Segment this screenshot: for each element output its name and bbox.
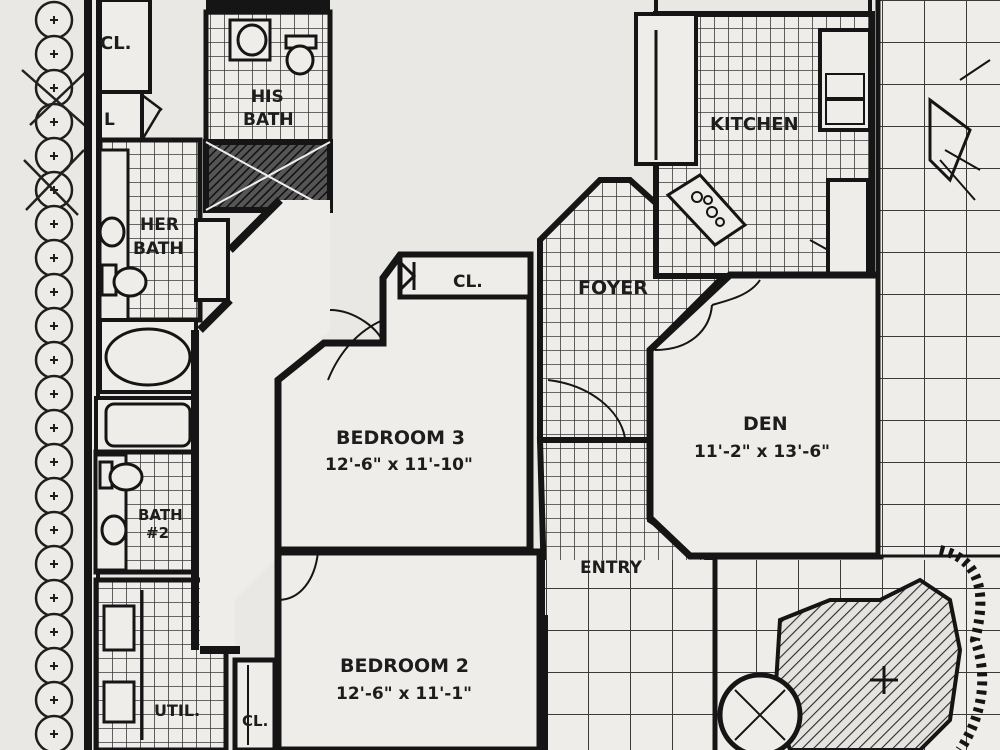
closet-bed3 [397,252,533,300]
sink-icon [100,514,128,546]
his-bath-label-2: BATH [243,110,294,130]
bathtub-rect [94,396,198,454]
sink-icon [228,18,272,62]
linen-label: L [104,110,115,130]
foyer-label: FOYER [578,277,648,299]
hallway [191,197,330,654]
room-labels: CL. L HIS BATH HER BATH KITCHEN CL. FOYE… [100,33,830,730]
closet-top-area [98,0,163,142]
patio-table-icon [717,672,803,750]
her-bath-label-2: BATH [133,239,184,259]
his-bath-label-1: HIS [251,87,284,107]
kitchen [634,0,875,279]
den-dimensions: 11'-2" x 13'-6" [694,442,830,462]
toilet-icon [98,460,144,492]
sink-icon [98,216,126,248]
bedroom-3 [274,251,534,554]
bath-2-label-1: BATH [138,506,183,524]
bedroom-2-label: BEDROOM 2 [340,655,469,677]
bedroom-2-dimensions: 12'-6" x 11'-1" [336,684,472,704]
toilet-icon [100,263,148,298]
toilet-icon [284,34,318,76]
closet-bed3-label: CL. [453,272,483,292]
stove-icon [665,173,748,247]
bedroom-2 [232,548,544,750]
closet-bed2 [232,657,278,750]
bedroom-3-label: BEDROOM 3 [336,427,465,449]
bedroom-3-dimensions: 12'-6" x 11'-10" [325,455,473,475]
bathtub-oval [98,318,198,394]
den-label: DEN [743,413,788,435]
ceiling-fan-icon [928,59,991,201]
her-bath-label-1: HER [140,215,179,235]
her-bath [97,137,230,323]
closet-bed2-label: CL. [242,712,268,730]
closet-top-label: CL. [100,33,132,54]
bath-2-label-2: #2 [146,524,169,542]
kitchen-label: KITCHEN [710,114,799,135]
utility-label: UTIL. [154,701,200,720]
his-bath [203,0,333,213]
shrub-column [21,0,91,750]
entry-label: ENTRY [580,558,643,578]
